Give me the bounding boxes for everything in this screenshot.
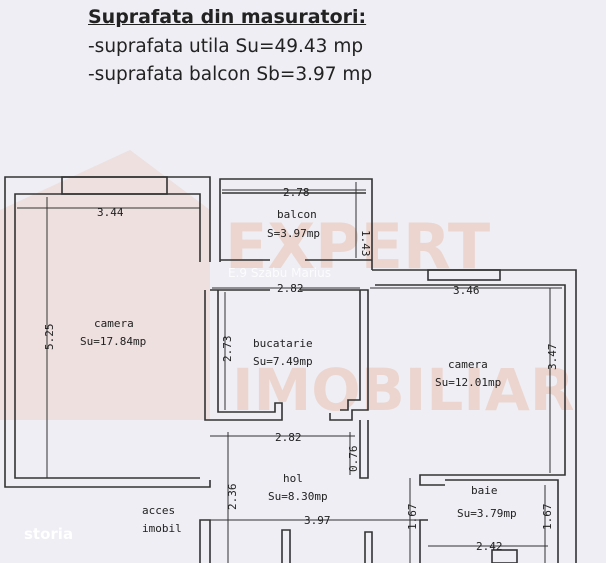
dim-label: 2.73 [221, 336, 234, 363]
balcony-area-line: -suprafata balcon Sb=3.97 mp [88, 64, 373, 85]
room-name: hol [283, 472, 303, 485]
access-label: acces [142, 504, 175, 517]
dim-label: 1.67 [406, 504, 419, 531]
storia-logo: storia [24, 525, 74, 543]
room-area: Su=17.84mp [80, 335, 146, 348]
room-name: camera [94, 317, 134, 330]
dim-label: 2.82 [275, 431, 302, 444]
dim-label: 1.43 [359, 230, 372, 257]
room-name: bucatarie [253, 337, 313, 350]
measurements-header: Suprafata din masuratori: -suprafata uti… [0, 0, 606, 170]
room-area: Su=3.79mp [457, 507, 517, 520]
dim-label: 0.76 [347, 446, 360, 473]
watermark-imobiliar: IMOBILIAR [232, 356, 574, 424]
dim-label: 3.47 [546, 344, 559, 371]
room-name: baie [471, 484, 498, 497]
agent-watermark: E.9 Szabu Marius [228, 266, 331, 280]
dimension-lines [17, 182, 562, 563]
room-area: S=3.97mp [267, 227, 320, 240]
room-name: balcon [277, 208, 317, 221]
room-area: Su=12.01mp [435, 376, 501, 389]
room-area: Su=7.49mp [253, 355, 313, 368]
usable-area-line: -suprafata utila Su=49.43 mp [88, 36, 364, 57]
dim-label: 3.97 [304, 514, 331, 527]
dim-label: 2.42 [476, 540, 503, 553]
dim-label: 2.82 [277, 282, 304, 295]
dim-label: 3.46 [453, 284, 480, 297]
access-label: imobil [142, 522, 182, 535]
dim-label: 2.78 [283, 186, 310, 199]
dim-label: 3.44 [97, 206, 124, 219]
dim-label: 1.67 [541, 504, 554, 531]
dim-label: 5.25 [43, 324, 56, 351]
watermark-house-logo [0, 150, 210, 420]
dim-label: 2.36 [226, 484, 239, 511]
watermark-expert: EXPERT [225, 210, 490, 283]
room-name: camera [448, 358, 488, 371]
room-area: Su=8.30mp [268, 490, 328, 503]
header-title: Suprafata din masuratori: [88, 6, 367, 28]
walls [4, 176, 577, 563]
